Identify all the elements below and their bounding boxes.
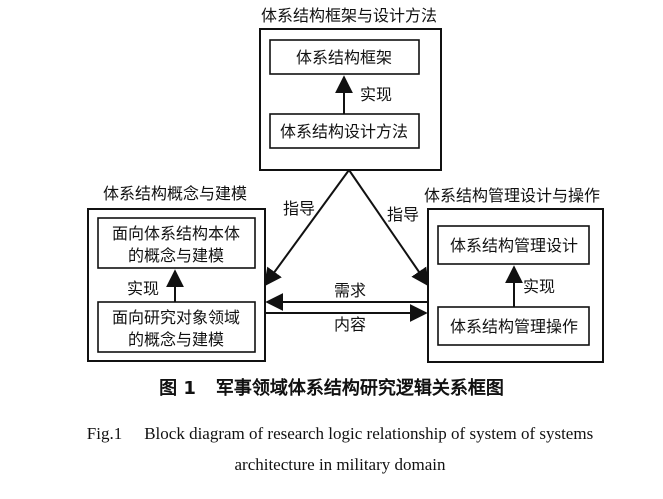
guide-left-label: 指导 (283, 199, 315, 218)
top-module-frame (259, 28, 442, 171)
domain-box (97, 301, 256, 353)
domain-label-line2: 的概念与建模 (128, 330, 224, 349)
guide-left-arrow (263, 169, 350, 287)
content-label: 内容 (334, 315, 366, 334)
caption-english-title: Block diagram of research logic relation… (144, 424, 594, 474)
left-realize-label: 实现 (127, 279, 159, 298)
caption-chinese-title: 军事领域体系结构研究逻辑关系框图 (215, 378, 504, 399)
caption-english: Fig.1 Block diagram of research logic rel… (60, 418, 620, 480)
design-method-box (269, 113, 420, 149)
ontology-label-line2: 的概念与建模 (128, 246, 224, 265)
ontology-box (97, 217, 256, 269)
framework-box (269, 39, 420, 75)
mgmt-design-label: 体系结构管理设计 (450, 236, 578, 255)
left-module-title: 体系结构概念与建模 (103, 184, 247, 203)
guide-right-arrow (348, 169, 430, 287)
caption-chinese: 图 1 军事领域体系结构研究逻辑关系框图 (0, 374, 663, 400)
right-module-title: 体系结构管理设计与操作 (424, 186, 600, 205)
ontology-label-line1: 面向体系结构本体 (112, 224, 240, 243)
caption-chinese-number: 图 1 (159, 378, 196, 399)
right-module-frame (427, 208, 604, 363)
demand-label: 需求 (334, 281, 366, 300)
domain-label-line1: 面向研究对象领域 (112, 308, 240, 327)
top-module-title: 体系结构框架与设计方法 (261, 6, 437, 25)
mgmt-design-box (437, 225, 590, 265)
mgmt-operation-box (437, 306, 590, 346)
mgmt-operation-label: 体系结构管理操作 (450, 317, 578, 336)
design-method-label: 体系结构设计方法 (280, 122, 408, 141)
caption-english-number: Fig.1 (86, 424, 123, 443)
top-realize-label: 实现 (360, 85, 392, 104)
guide-right-label: 指导 (387, 205, 419, 224)
right-realize-label: 实现 (523, 277, 555, 296)
framework-label: 体系结构框架 (296, 48, 392, 67)
